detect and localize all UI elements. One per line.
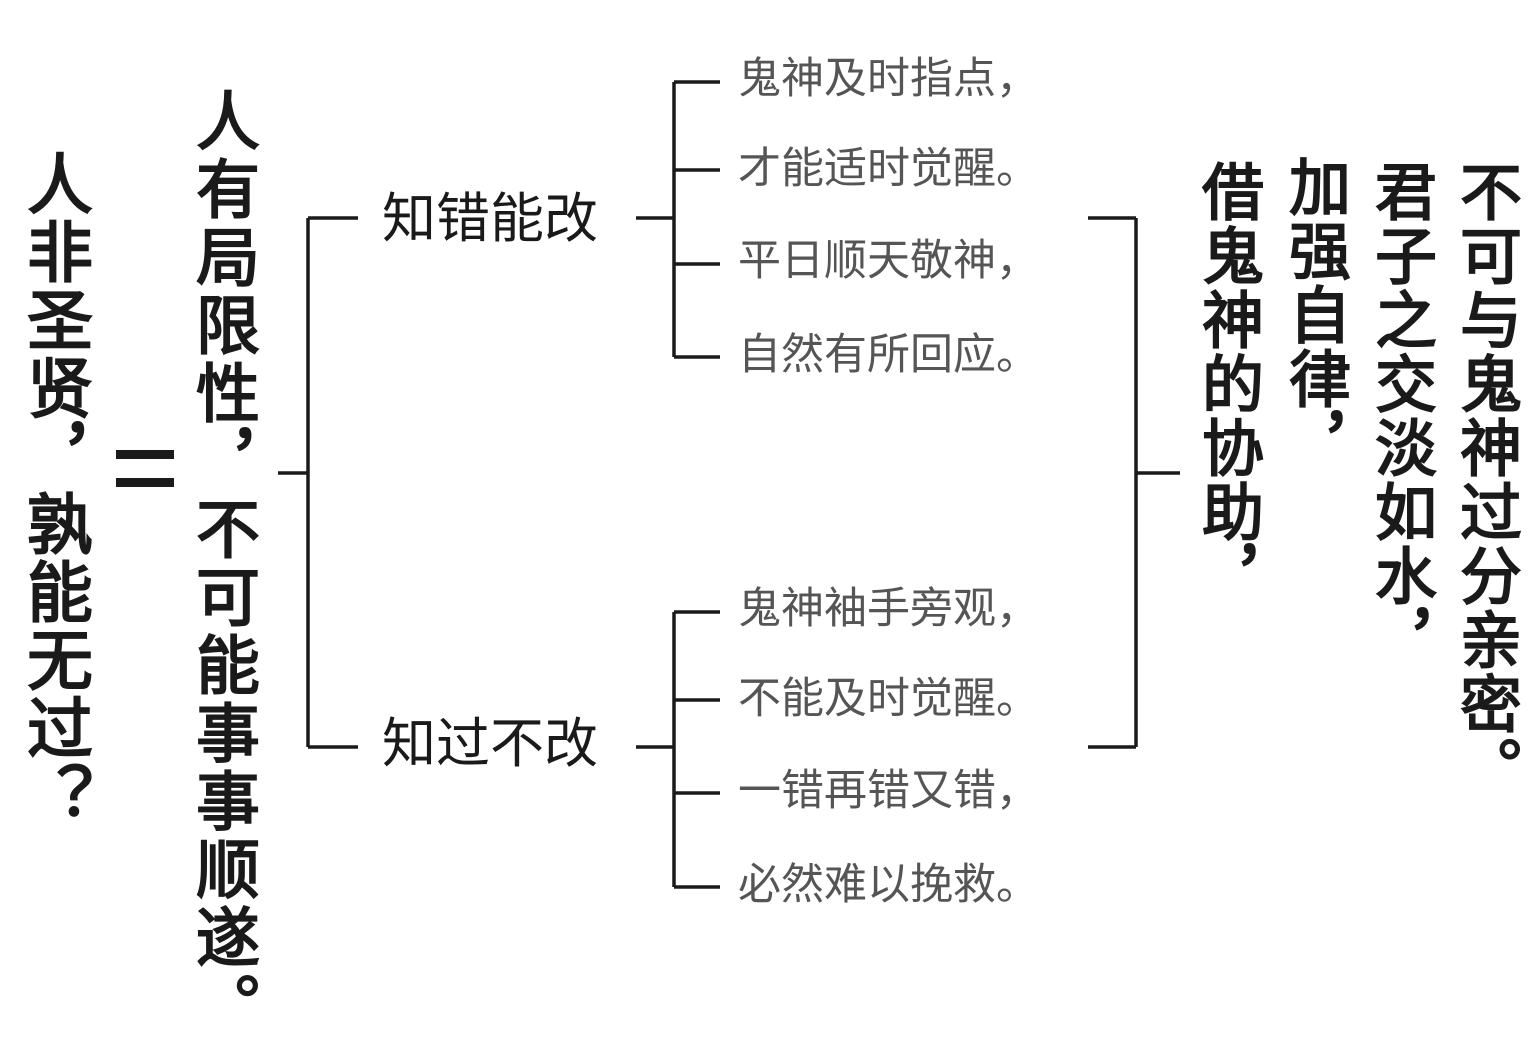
outcome-upper-2: 才能适时觉醒。 — [738, 144, 1039, 194]
outcome-lower-2: 不能及时觉醒。 — [738, 674, 1039, 724]
outcome-lower-1: 鬼神袖手旁观， — [738, 584, 1039, 634]
conclusion-column-3: 君子之交淡如水， — [1364, 160, 1437, 672]
limitation-column: 人有局限性，不可能事事顺遂。 — [185, 88, 260, 1040]
outcome-lower-4: 必然难以挽救。 — [738, 860, 1039, 910]
outcome-upper-4: 自然有所回应。 — [738, 330, 1039, 380]
outcome-lower-3: 一错再错又错， — [738, 766, 1039, 816]
outcome-upper-1: 鬼神及时指点， — [738, 54, 1039, 104]
premise-column: 人非圣贤，孰能无过？ — [16, 150, 94, 830]
branch-label-know-but-not-correct: 知过不改 — [382, 712, 598, 775]
outcome-upper-3: 平日顺天敬神， — [738, 236, 1039, 286]
conclusion-column-2: 加强自律， — [1278, 155, 1351, 475]
branch-label-know-and-correct: 知错能改 — [382, 187, 598, 250]
conclusion-column-1: 借鬼神的协助， — [1191, 160, 1264, 608]
conclusion-column-4: 不可与鬼神过分亲密。 — [1449, 160, 1522, 800]
equals-sign — [116, 450, 174, 490]
